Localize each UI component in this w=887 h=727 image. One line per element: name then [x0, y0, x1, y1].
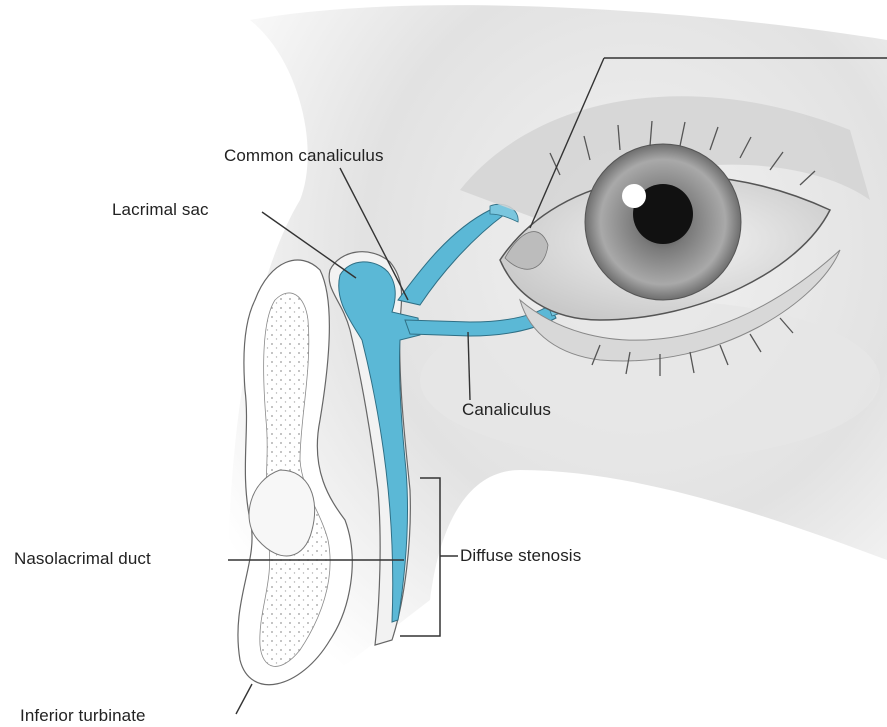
label-nasolacrimal-duct: Nasolacrimal duct [14, 549, 151, 569]
label-lacrimal-sac: Lacrimal sac [112, 200, 209, 220]
corneal-highlight [622, 184, 646, 208]
label-common-canaliculus: Common canaliculus [224, 146, 384, 166]
label-inferior-turbinate: Inferior turbinate [20, 706, 146, 726]
label-canaliculus: Canaliculus [462, 400, 551, 420]
label-diffuse-stenosis: Diffuse stenosis [460, 546, 581, 566]
